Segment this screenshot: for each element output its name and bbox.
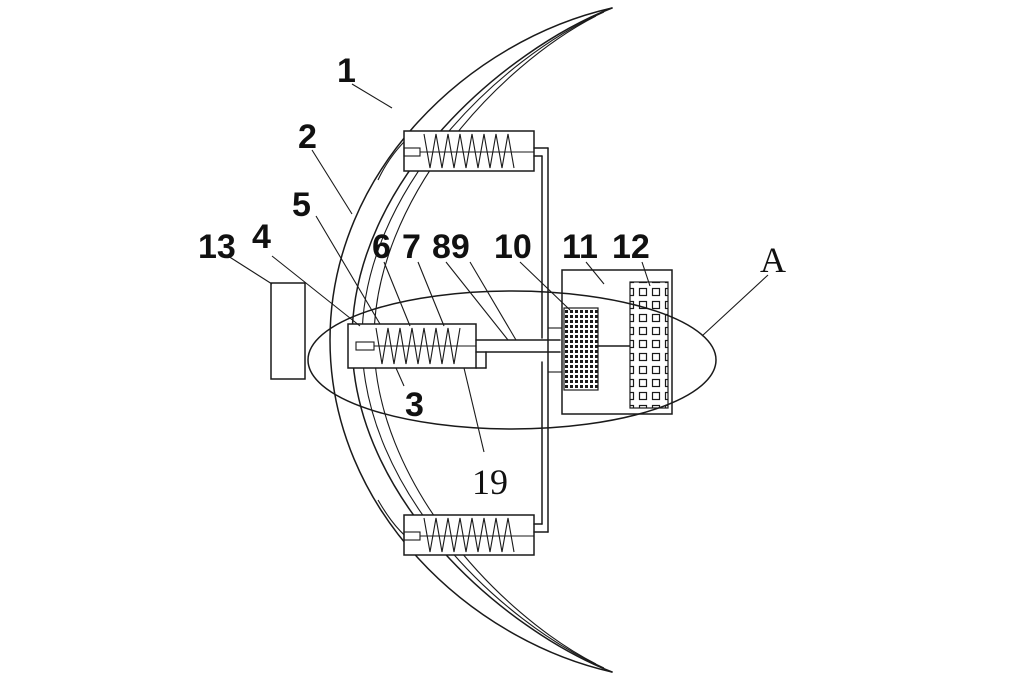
label-10: 10 bbox=[494, 228, 532, 266]
sensor-block bbox=[270, 282, 306, 380]
brick-block bbox=[629, 281, 669, 409]
label-1: 1 bbox=[337, 52, 356, 90]
label-89: 89 bbox=[432, 228, 470, 266]
label-11: 11 bbox=[562, 228, 598, 266]
label-4: 4 bbox=[252, 218, 271, 256]
detail-ellipse-a bbox=[307, 290, 717, 430]
label-13: 13 bbox=[198, 228, 236, 266]
bottom-spring-housing bbox=[403, 514, 549, 556]
part-labels: 1 2 5 13 4 6 7 89 10 11 12 A 3 19 bbox=[198, 52, 786, 502]
label-a: A bbox=[760, 240, 786, 280]
dense-block bbox=[563, 307, 599, 391]
leader-lines bbox=[227, 83, 769, 453]
label-3: 3 bbox=[405, 386, 424, 424]
central-spring-housing bbox=[347, 323, 561, 369]
label-19: 19 bbox=[472, 462, 508, 502]
label-2: 2 bbox=[298, 118, 317, 156]
label-12: 12 bbox=[612, 228, 650, 266]
label-6: 6 bbox=[372, 228, 391, 266]
top-spring-housing bbox=[403, 130, 549, 172]
label-7: 7 bbox=[402, 228, 421, 266]
motor-box bbox=[561, 269, 673, 415]
label-5: 5 bbox=[292, 186, 311, 224]
